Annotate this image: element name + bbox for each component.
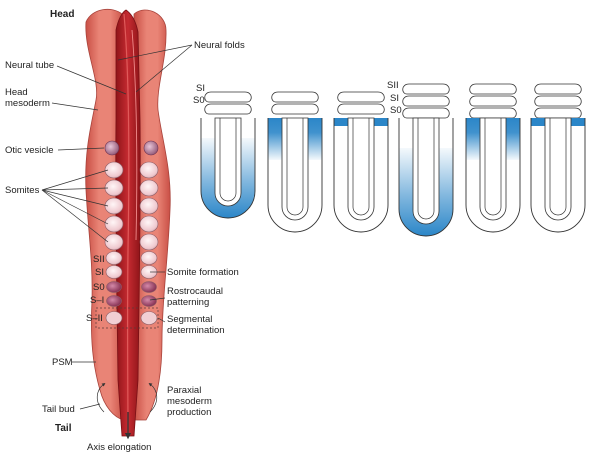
somites-group	[104, 161, 159, 325]
clock-somite	[204, 91, 252, 103]
label-somite-S-I: S–I	[90, 295, 104, 306]
label-paraxial-3: production	[167, 407, 211, 418]
somites-leader-lines	[41, 169, 109, 243]
clock-panel-3	[333, 91, 389, 233]
tail-bud-arrow-left	[96, 382, 106, 413]
label-paraxial-2: mesoderm	[167, 396, 212, 407]
somite-left-10	[105, 311, 123, 325]
somite-right-9	[141, 295, 157, 307]
clock-label-SI: SI	[196, 83, 205, 94]
somite-right-4	[139, 215, 159, 233]
label-otic-vesicle: Otic vesicle	[5, 145, 54, 156]
somite-left-9	[106, 295, 122, 307]
somite-left-6	[105, 251, 123, 265]
somite-right-6	[140, 251, 158, 265]
clock-somite	[469, 83, 517, 95]
clock-somite	[337, 91, 385, 103]
tail-bud-arrow-right	[148, 382, 158, 413]
clock-somite	[271, 103, 319, 115]
clock-label-SI-b: SI	[390, 93, 399, 104]
clock-label-S0-b: S0	[390, 105, 402, 116]
somite-right-10	[140, 311, 158, 325]
clock-somite	[402, 83, 450, 95]
label-neural-folds: Neural folds	[194, 40, 245, 51]
label-somite-SI: SI	[95, 267, 104, 278]
label-somite-formation: Somite formation	[167, 267, 239, 278]
label-somite-SII: SII	[93, 254, 105, 265]
label-tail: Tail	[55, 423, 72, 434]
label-somite-S0: S0	[93, 282, 105, 293]
somite-right-8	[141, 281, 157, 293]
somite-right-2	[139, 179, 159, 197]
clock-somite	[534, 95, 582, 107]
embryo	[85, 8, 171, 440]
somite-left-8	[106, 281, 122, 293]
otic-vesicle-right	[143, 140, 159, 156]
label-tail-bud: Tail bud	[42, 404, 75, 415]
clock-somite	[204, 103, 252, 115]
label-rostrocaudal-2: patterning	[167, 297, 209, 308]
label-somites: Somites	[5, 185, 40, 196]
clock-somite	[534, 107, 582, 119]
somite-left-1	[104, 161, 124, 179]
otic-vesicle-left	[104, 140, 120, 156]
clock-label-S0: S0	[193, 95, 205, 106]
clock-panel-4	[398, 83, 454, 237]
label-head-mesoderm-2: mesoderm	[5, 98, 50, 109]
label-psm: PSM	[52, 357, 73, 368]
somite-right-1	[139, 161, 159, 179]
somite-left-7	[105, 265, 123, 279]
clock-panel-5	[465, 83, 521, 233]
label-segmental-2: determination	[167, 325, 225, 336]
clock-somite	[534, 83, 582, 95]
somite-left-5	[104, 233, 124, 251]
clock-somite	[469, 95, 517, 107]
label-axis-elongation: Axis elongation	[87, 442, 151, 453]
label-head-mesoderm-1: Head	[5, 87, 28, 98]
clock-somite	[271, 91, 319, 103]
somite-left-3	[104, 197, 124, 215]
somite-right-5	[139, 233, 159, 251]
label-head: Head	[50, 9, 74, 20]
somite-left-4	[104, 215, 124, 233]
segmentation-clock-panels	[200, 83, 586, 237]
label-neural-tube: Neural tube	[5, 60, 54, 71]
clock-panel-1	[200, 91, 256, 219]
label-segmental-1: Segmental	[167, 314, 212, 325]
somite-right-3	[139, 197, 159, 215]
clock-somite	[402, 95, 450, 107]
label-rostrocaudal-1: Rostrocaudal	[167, 286, 223, 297]
clock-panel-6	[530, 83, 586, 233]
clock-panel-2	[267, 91, 323, 233]
clock-label-SII-b: SII	[387, 80, 399, 91]
clock-somite	[402, 107, 450, 119]
label-somite-S-II: S–II	[86, 313, 103, 324]
label-paraxial-1: Paraxial	[167, 385, 201, 396]
clock-somite	[337, 103, 385, 115]
clock-somite	[469, 107, 517, 119]
